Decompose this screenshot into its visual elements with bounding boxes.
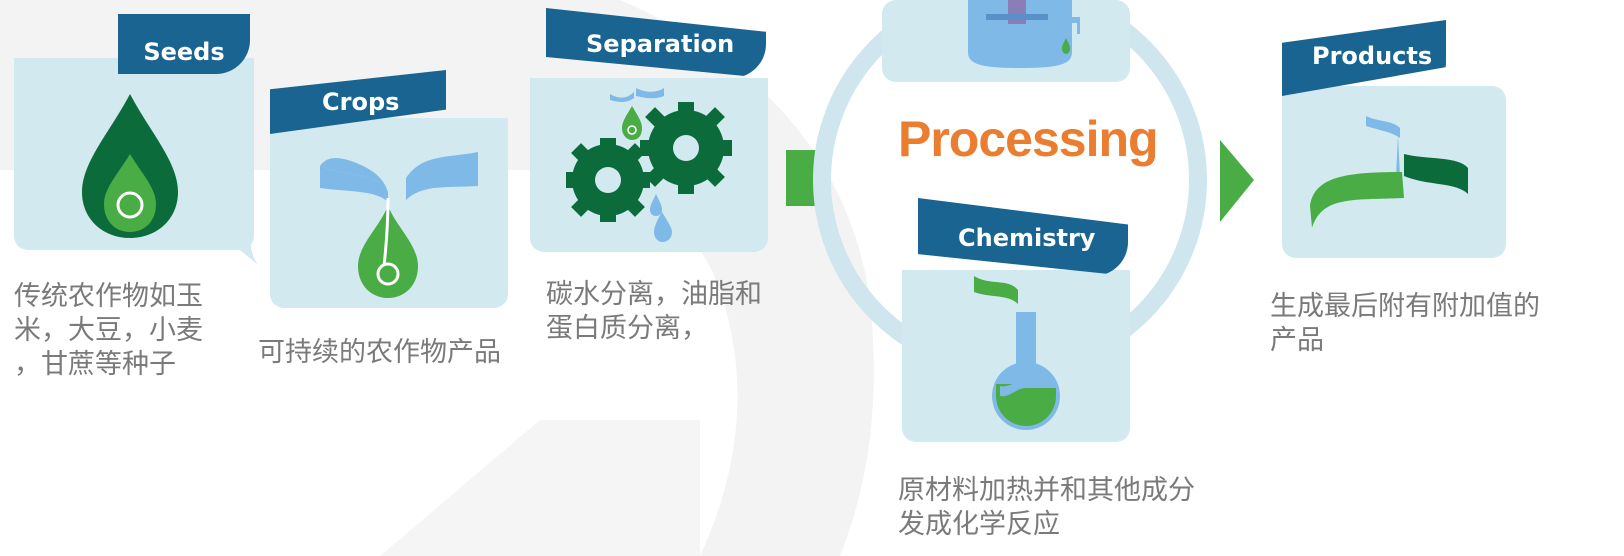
flask-icon [974,276,1060,430]
products-description: 生成最后附有附加值的 产品 [1270,290,1590,358]
products-title: Products [1312,42,1433,70]
crops-description: 可持续的农作物产品 [258,336,538,370]
crops-desc-line: 可持续的农作物产品 [258,337,501,368]
chemistry-desc-line: 发成化学反应 [898,509,1060,540]
processing-title: Processing [898,111,1159,167]
products-card [1282,86,1506,258]
separation-card [530,78,768,252]
gears-icon [566,88,732,242]
reactor-icon [968,0,1080,68]
products-desc-line: 产品 [1270,325,1324,356]
sprout-drop-icon [320,152,478,298]
seeds-description: 传统农作物如玉 米，大豆，小麦 ，甘蔗等种子 [14,280,254,382]
separation-desc-line: 蛋白质分离， [546,313,708,344]
crops-title: Crops [322,88,400,116]
separation-desc-line: 碳水分离，油脂和 [546,279,762,310]
seeds-desc-line: 传统农作物如玉 [14,281,203,312]
product-ribbon-icon [1310,116,1468,228]
chemistry-title: Chemistry [958,224,1096,252]
seeds-title: Seeds [143,38,225,66]
separation-title: Separation [586,30,735,58]
seeds-banner: Seeds [118,14,250,74]
seeds-card-corner [240,240,262,268]
separation-description: 碳水分离，油脂和 蛋白质分离， [546,278,796,346]
chemistry-description: 原材料加热并和其他成分 发成化学反应 [898,474,1228,542]
chemistry-desc-line: 原材料加热并和其他成分 [898,475,1195,506]
seed-drop-icon [82,94,178,238]
products-desc-line: 生成最后附有附加值的 [1270,291,1540,322]
seeds-desc-line: ，甘蔗等种子 [14,349,176,380]
seeds-desc-line: 米，大豆，小麦 [14,315,203,346]
